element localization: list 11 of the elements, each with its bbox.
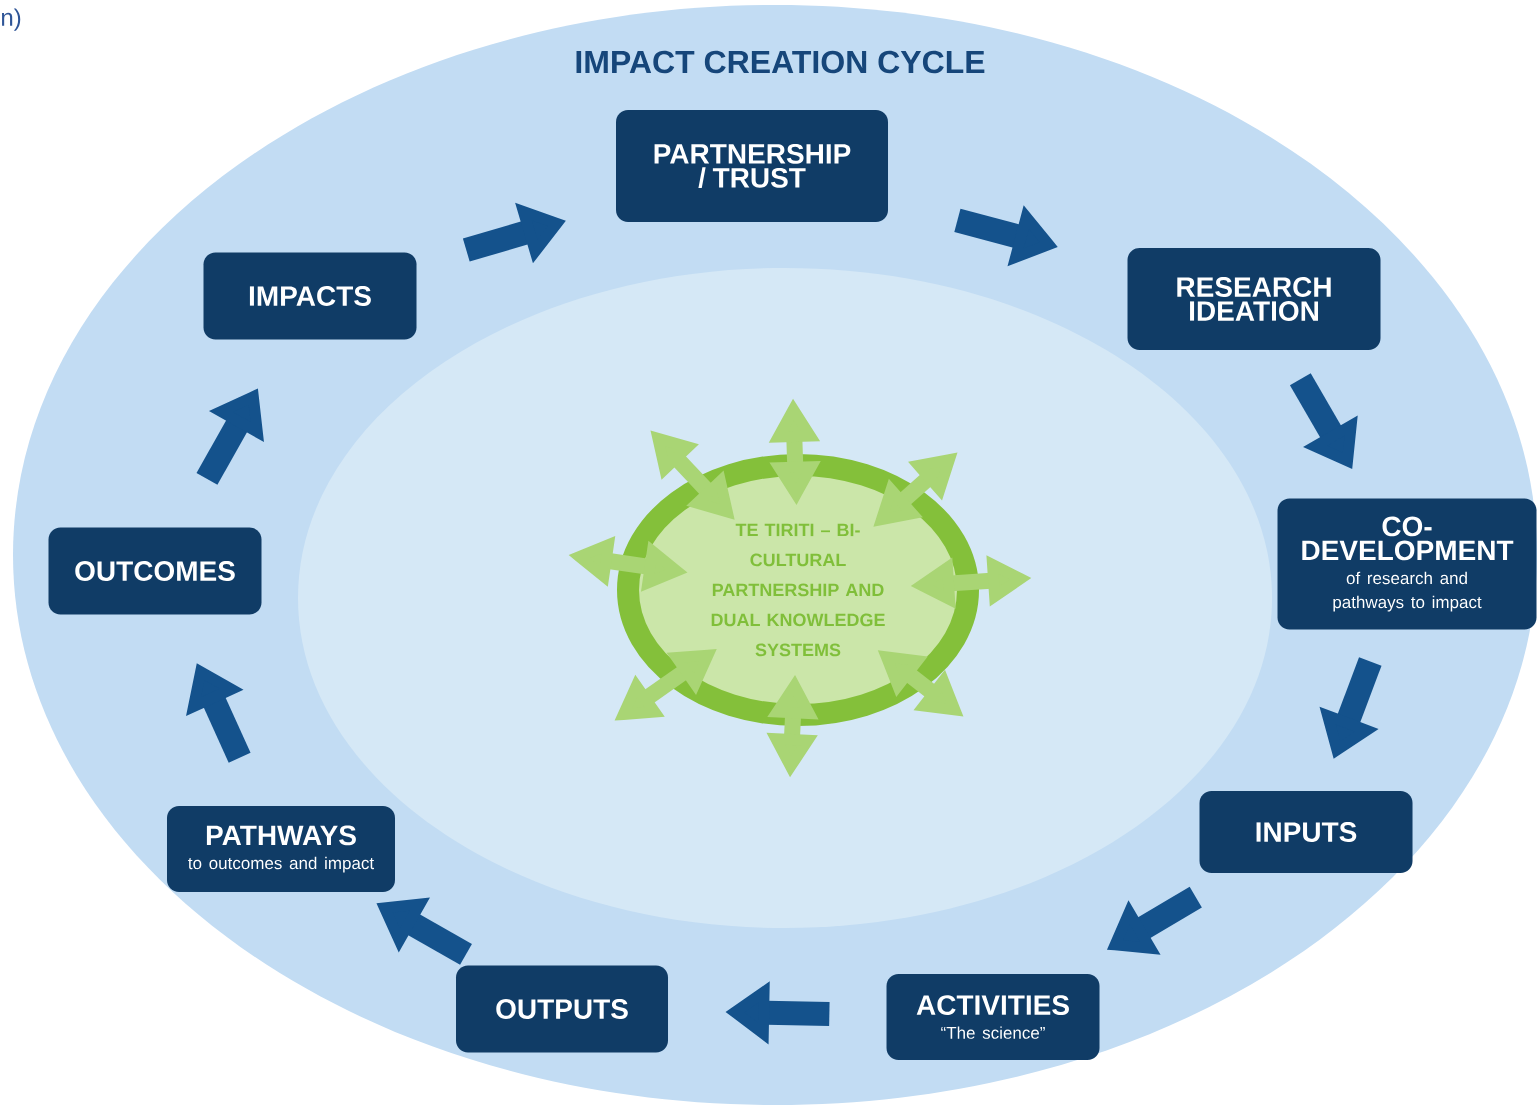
stage-box: IMPACTS (203, 252, 417, 340)
stage-box: OUTPUTS (456, 965, 668, 1053)
stage-box: OUTCOMES (48, 527, 262, 615)
stage-box: PATHWAYS to outcomes and impact (167, 806, 395, 892)
stage-box: RESEARCH IDEATION (1127, 248, 1381, 350)
stage-box: CO-DEVELOPMENT of research and pathways to impact (1277, 498, 1537, 630)
stage-box: ACTIVITIES “The science” (886, 974, 1100, 1060)
text-fragment: n) (2, 8, 21, 31)
stage-box: PARTNERSHIP / TRUST (616, 110, 888, 222)
title: IMPACT CREATION CYCLE (576, 50, 985, 74)
stage-box: INPUTS (1199, 791, 1413, 873)
